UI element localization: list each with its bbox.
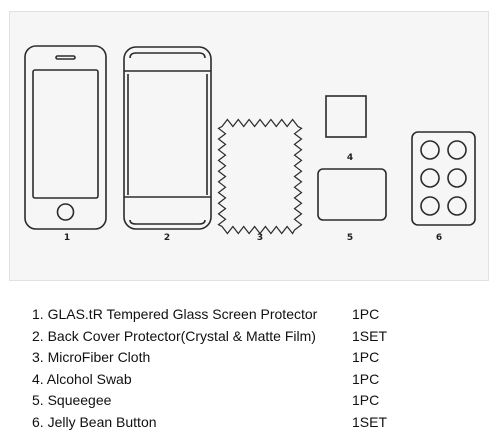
- item-label-4: 4: [346, 153, 354, 163]
- item-quantity: 1PC: [352, 349, 380, 365]
- package-contents-list: 1. GLAS.tR Tempered Glass Screen Protect…: [32, 304, 492, 433]
- list-item: 4. Alcohol Swab 1PC: [32, 369, 492, 391]
- item-quantity: 1PC: [352, 306, 380, 322]
- list-item: 6. Jelly Bean Button 1SET: [32, 412, 492, 434]
- squeegee-illustration: [317, 168, 387, 221]
- package-contents-diagram: [24, 45, 476, 235]
- item-label-2: 2: [163, 233, 171, 243]
- item-quantity: 1SET: [352, 413, 388, 430]
- item-name: 3. MicroFiber Cloth: [32, 349, 151, 365]
- item-quantity: 1SET: [352, 327, 388, 344]
- item-quantity: 1PC: [352, 392, 380, 408]
- jelly-bean-buttons-illustration: [411, 131, 476, 226]
- screen-protector-illustration: [24, 45, 107, 230]
- item-quantity: 1PC: [352, 370, 380, 387]
- item-name: 4. Alcohol Swab: [32, 370, 132, 387]
- item-name: 2. Back Cover Protector(Crystal & Matte …: [32, 327, 316, 344]
- item-label-5: 5: [346, 233, 354, 243]
- list-item: 3. MicroFiber Cloth 1PC: [32, 347, 492, 369]
- list-item: 1. GLAS.tR Tempered Glass Screen Protect…: [32, 304, 492, 326]
- list-item: 5. Squeegee 1PC: [32, 390, 492, 412]
- diagram-panel: 1 2 3 4 5 6: [9, 11, 489, 281]
- list-item: 2. Back Cover Protector(Crystal & Matte …: [32, 326, 492, 348]
- item-label-1: 1: [63, 233, 71, 243]
- item-label-6: 6: [435, 233, 443, 243]
- microfiber-cloth-illustration: [217, 118, 303, 235]
- item-name: 5. Squeegee: [32, 392, 112, 408]
- back-cover-protector-illustration: [123, 46, 212, 230]
- item-name: 1. GLAS.tR Tempered Glass Screen Protect…: [32, 306, 318, 322]
- item-name: 6. Jelly Bean Button: [32, 413, 157, 430]
- item-label-3: 3: [256, 233, 264, 243]
- alcohol-swab-illustration: [325, 95, 367, 138]
